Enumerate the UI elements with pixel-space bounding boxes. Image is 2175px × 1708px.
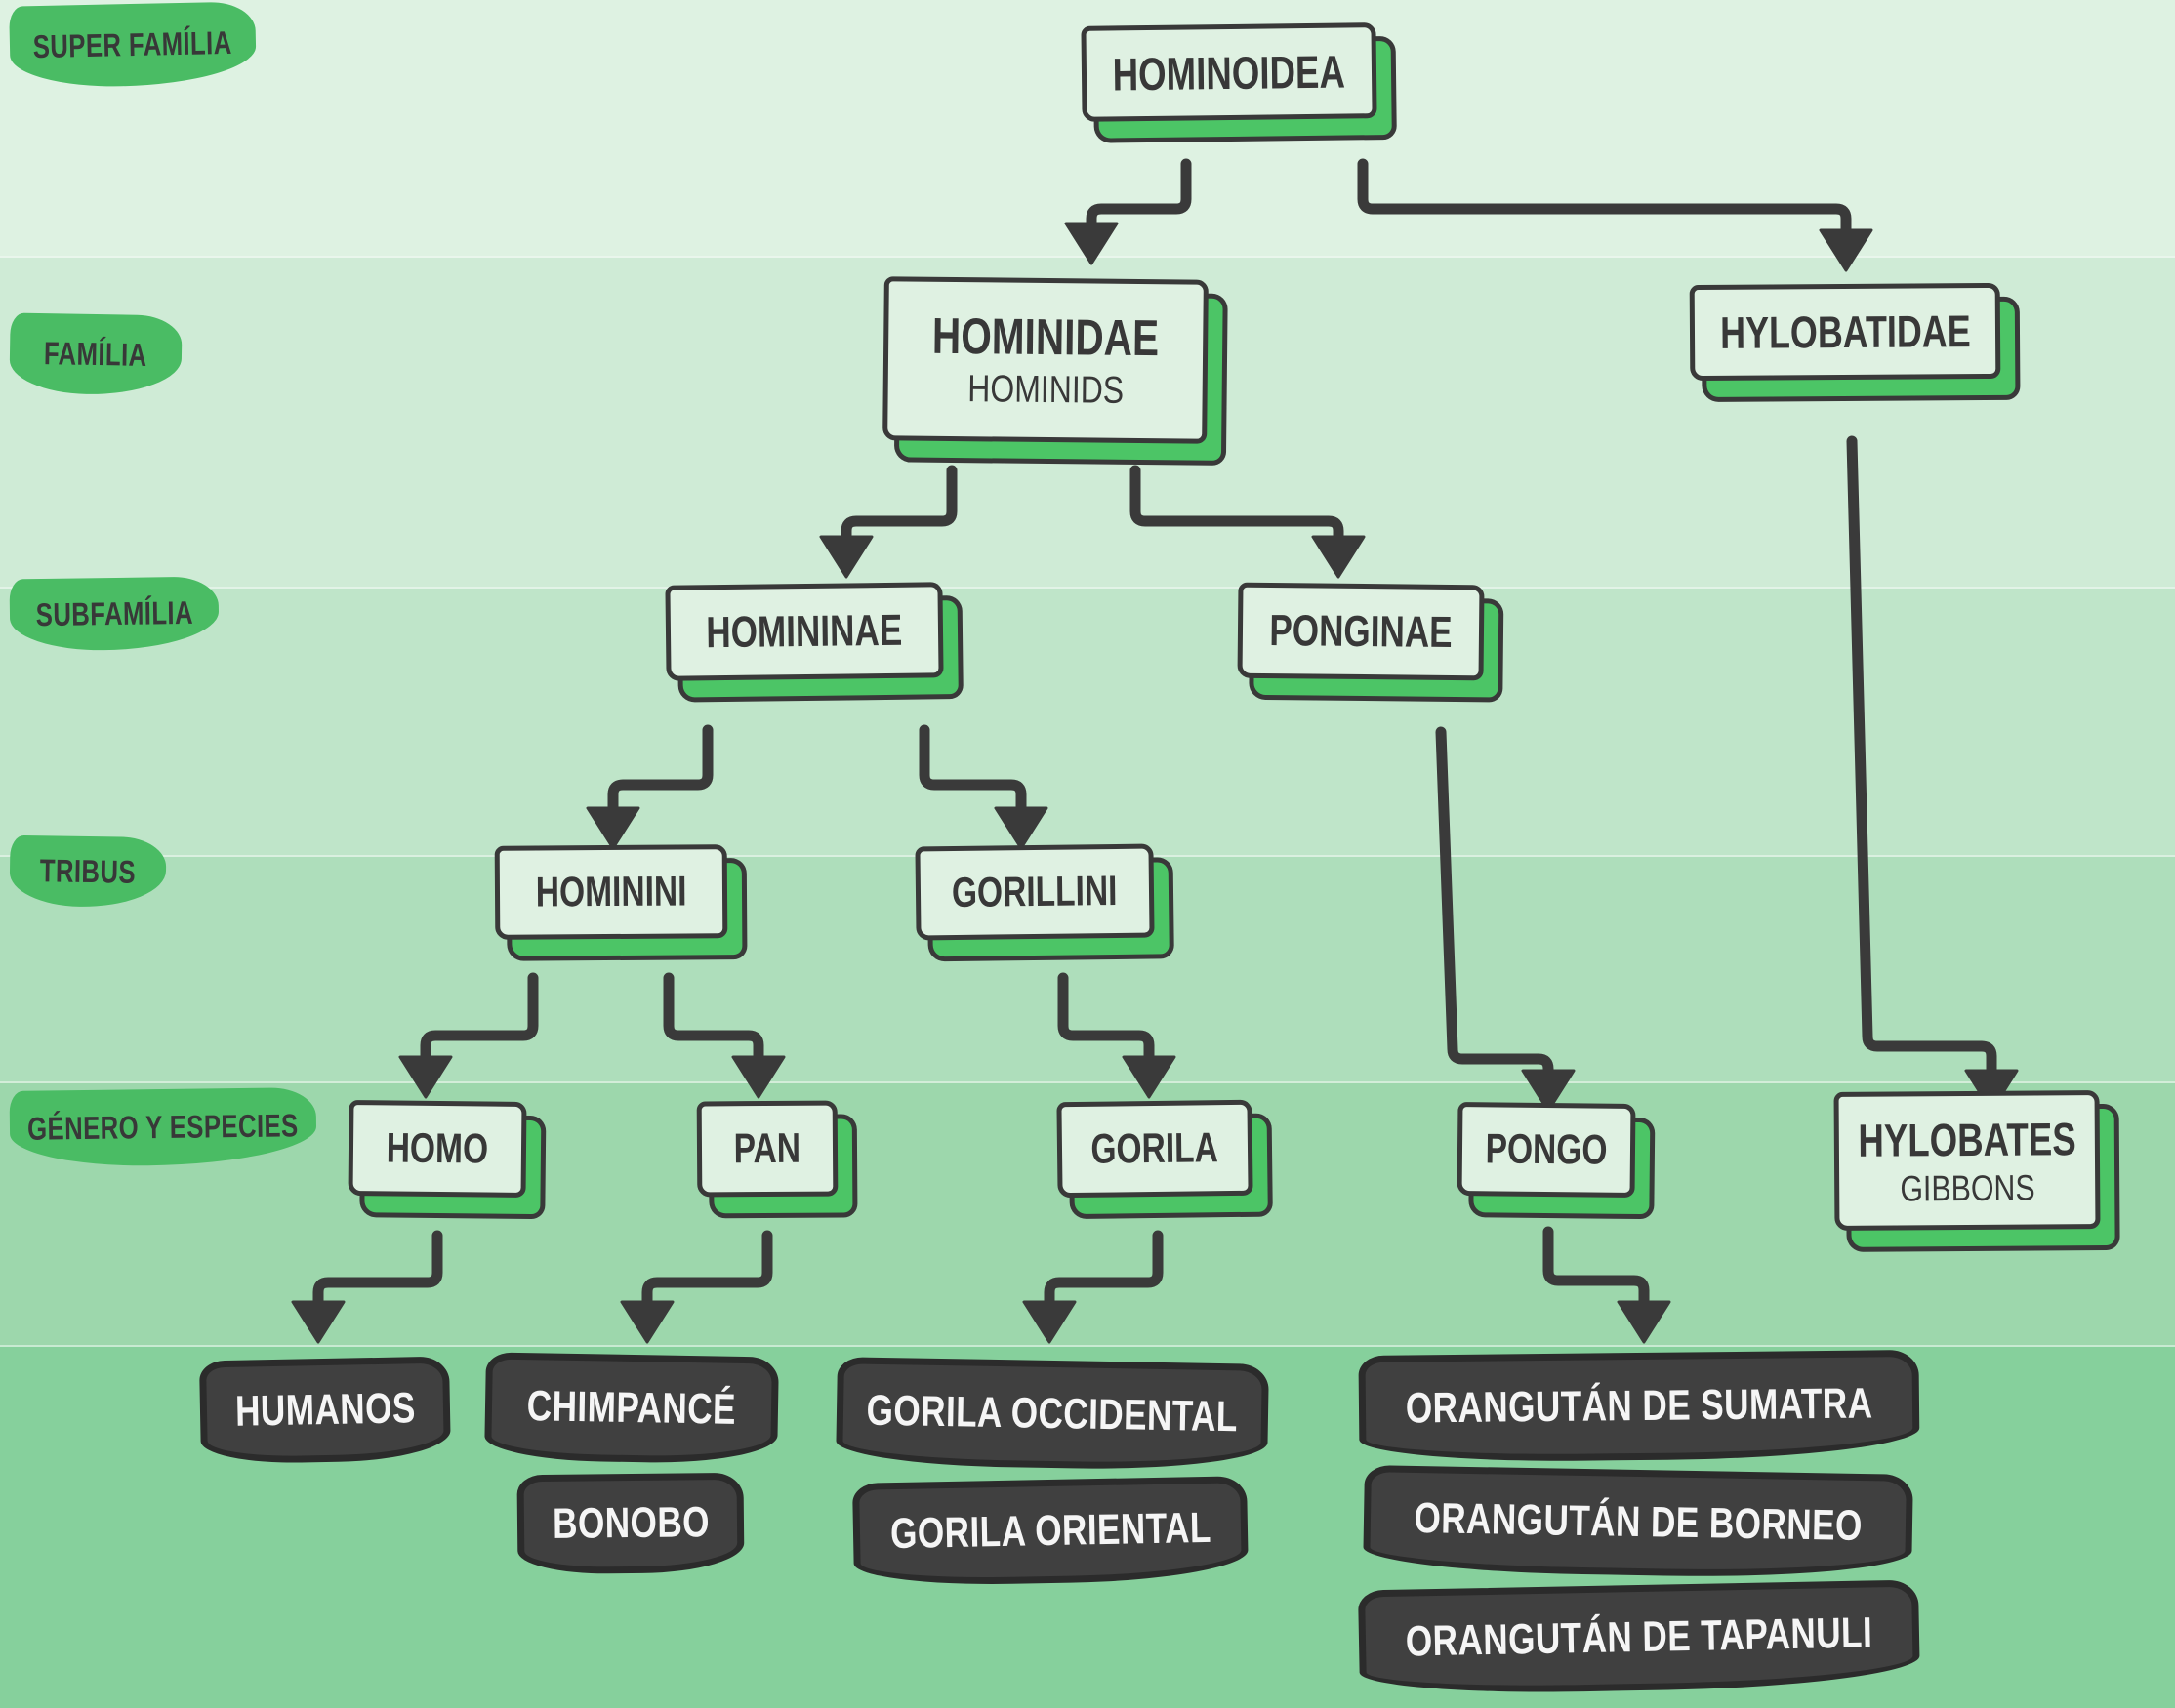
row-label-familia: FAMÍLIA (9, 312, 183, 396)
node-gorillini: GORILLINI (915, 843, 1155, 941)
node-hylobates: HYLOBATES GIBBONS (1833, 1090, 2101, 1231)
node-hominini: HOMININI (494, 844, 728, 940)
node-hominoidea: HOMINOIDEA (1081, 22, 1377, 122)
species-orangutan-borneo: ORANGUTÁN DE BORNEO (1363, 1465, 1913, 1580)
species-chimpance: CHIMPANCÉ (484, 1352, 779, 1465)
band-subfamilia (0, 587, 2175, 857)
node-homininae: HOMININAE (665, 582, 944, 681)
node-hominidae: HOMINIDAE HOMINIDS (882, 276, 1209, 444)
node-ponginae: PONGINAE (1237, 582, 1485, 681)
node-hylobatidae: HYLOBATIDAE (1689, 282, 2001, 382)
species-bonobo: BONOBO (516, 1472, 745, 1575)
node-pan: PAN (696, 1100, 839, 1198)
node-pongo: PONGO (1457, 1102, 1636, 1198)
node-homo: HOMO (348, 1100, 527, 1198)
species-gorila-oriental: GORILA ORIENTAL (852, 1476, 1249, 1587)
species-gorila-occidental: GORILA OCCIDENTAL (836, 1357, 1269, 1472)
species-orangutan-tapanuli: ORANGUTÁN DE TAPANULI (1358, 1579, 1920, 1696)
node-gorila: GORILA (1056, 1099, 1253, 1199)
species-orangutan-sumatra: ORANGUTÁN DE SUMATRA (1358, 1349, 1920, 1464)
species-humanos: HUMANOS (199, 1356, 451, 1465)
